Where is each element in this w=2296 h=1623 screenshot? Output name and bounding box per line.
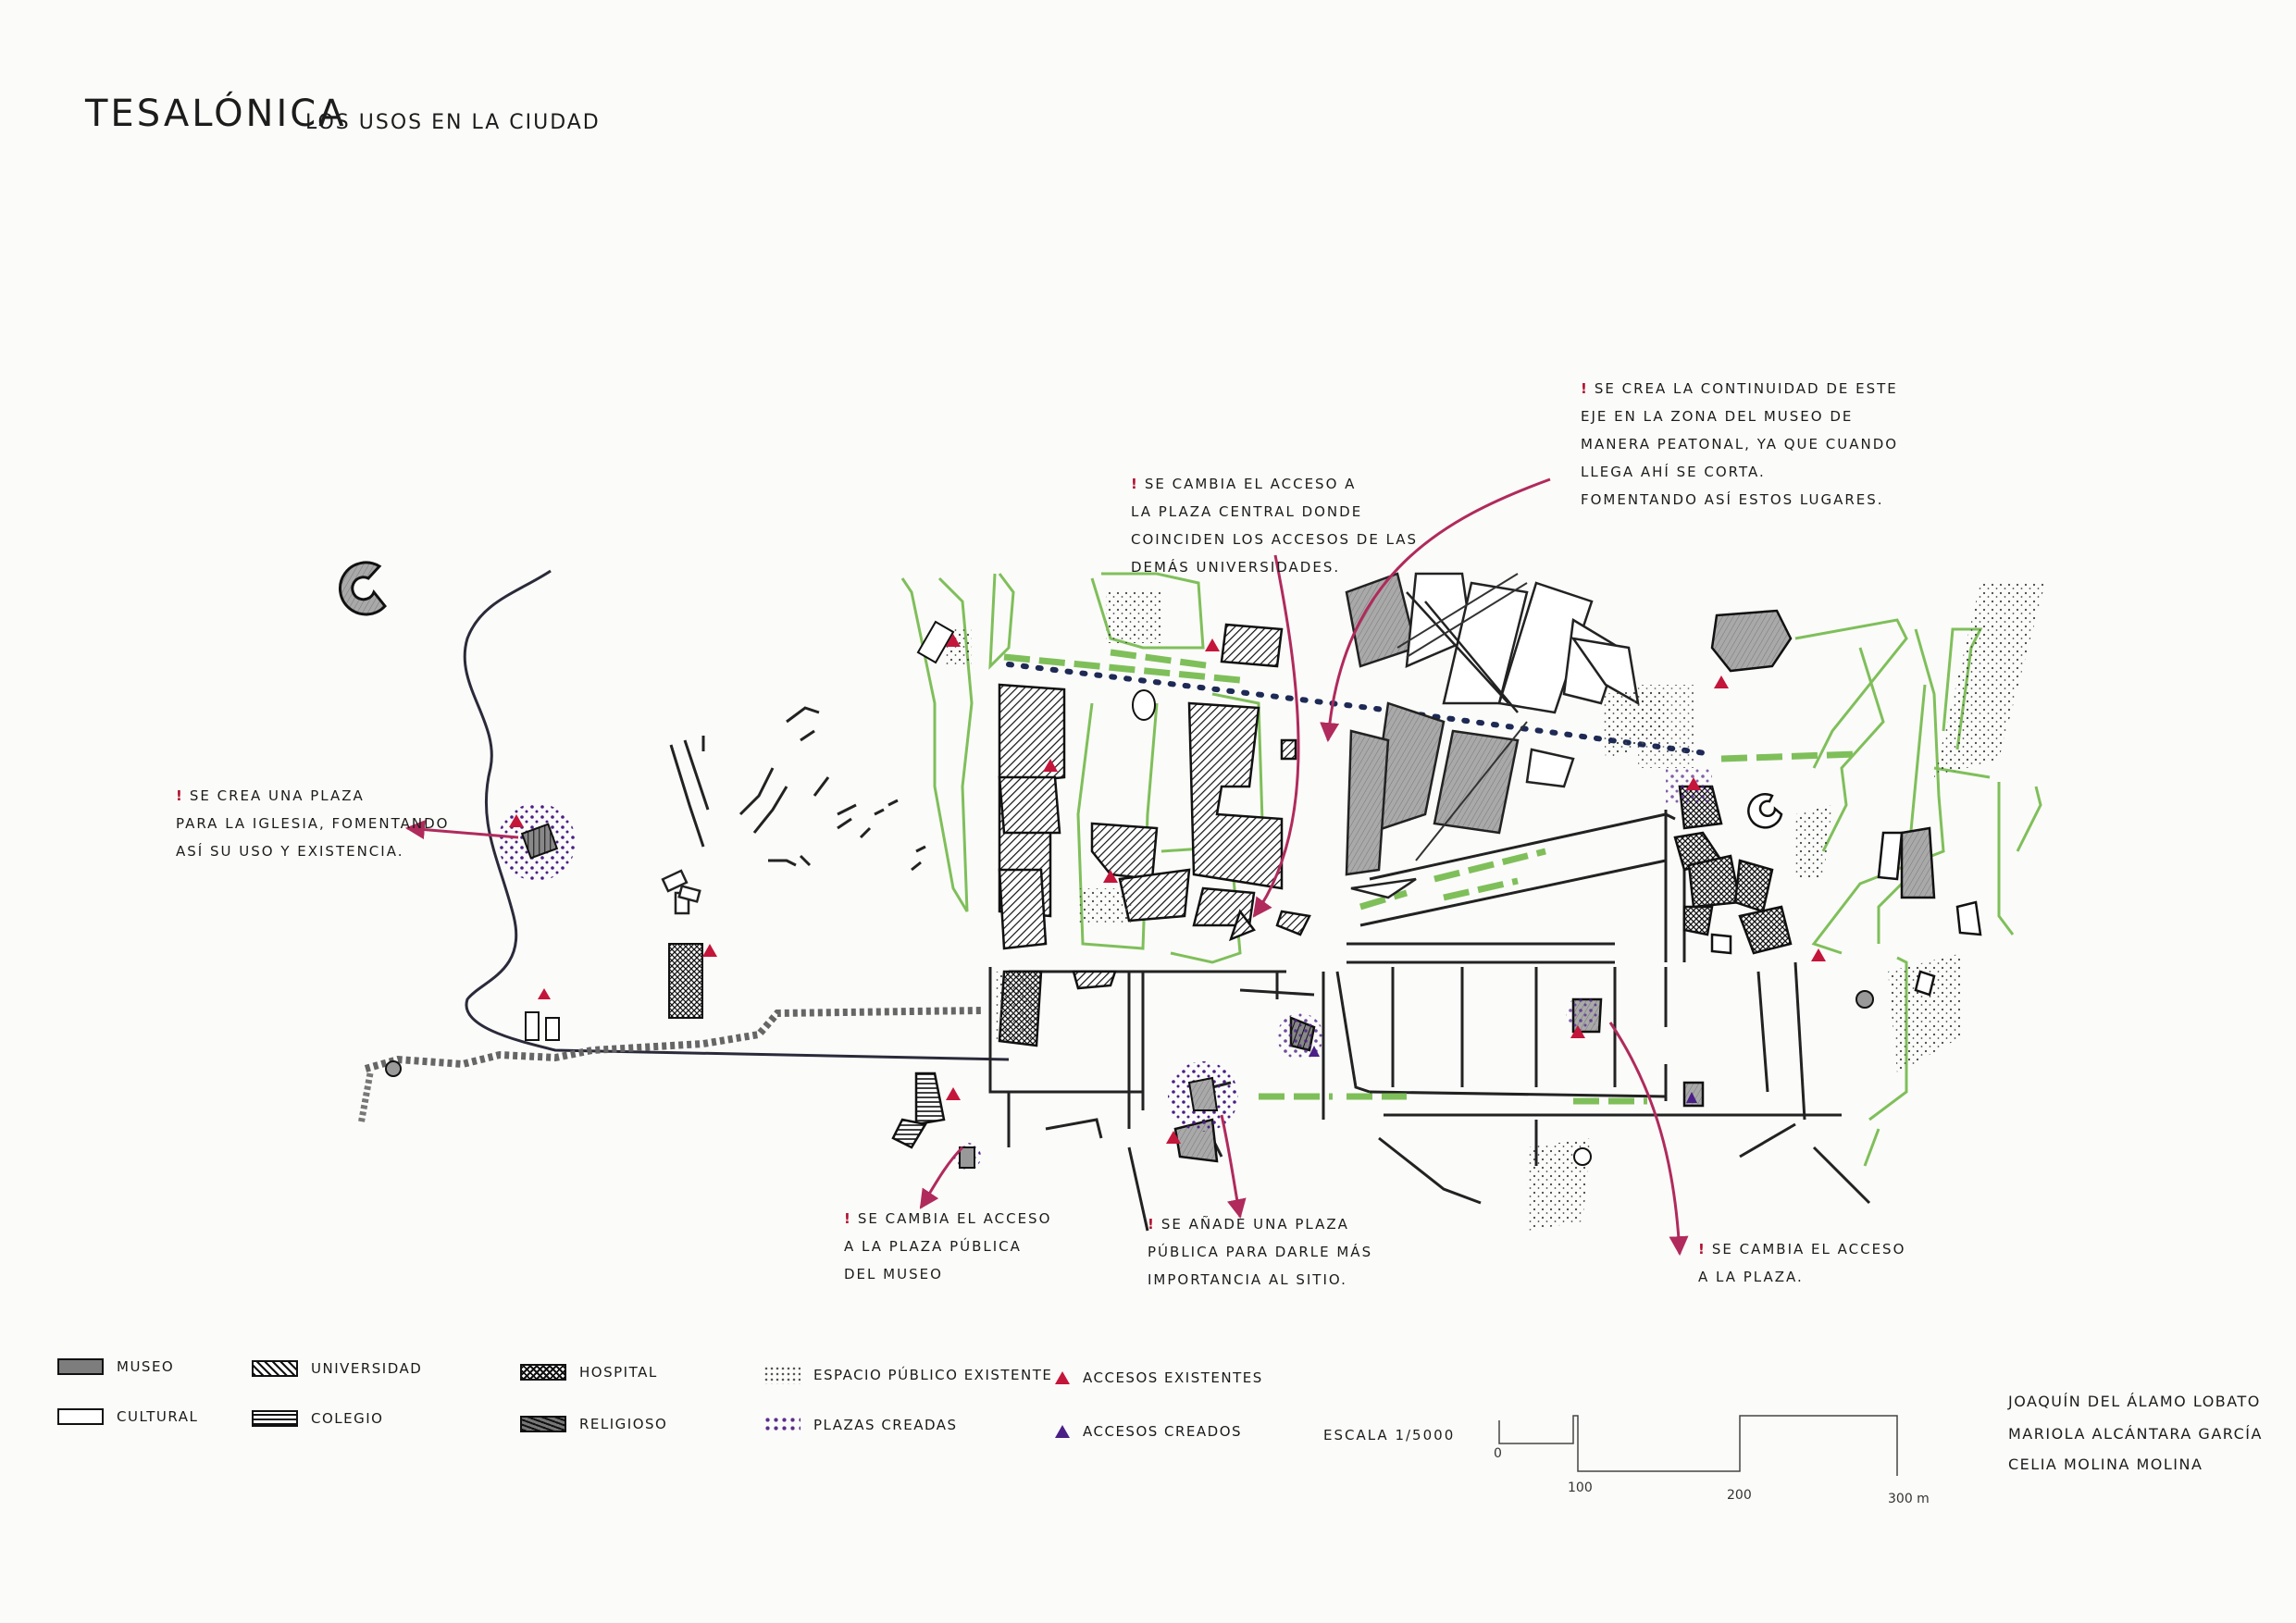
author-3: Celia Molina Molina bbox=[2008, 1456, 2203, 1473]
legend-cultural-swatch bbox=[57, 1408, 104, 1425]
cultural-building-west-2 bbox=[545, 1017, 560, 1041]
church-building bbox=[520, 823, 559, 860]
access-existing-east-2 bbox=[1714, 675, 1729, 688]
legend-colegio: Colegio bbox=[252, 1410, 383, 1427]
legend-hospital-swatch bbox=[520, 1364, 566, 1381]
legend-cultural: Cultural bbox=[57, 1408, 198, 1425]
museum-fair-area bbox=[1345, 572, 1640, 899]
public-space-dots-east bbox=[1934, 583, 2045, 777]
old-town-blocks bbox=[661, 869, 701, 915]
legend-museo-swatch bbox=[57, 1358, 104, 1375]
legend-espacio-publico: Espacio público existente bbox=[763, 1366, 1052, 1384]
annotation-arrows bbox=[404, 477, 1689, 1257]
rotunda-small bbox=[1747, 793, 1783, 829]
public-space-dots-east-4 bbox=[1795, 805, 1832, 879]
legend-hospital: Hospital bbox=[520, 1364, 658, 1381]
rotunda-monument bbox=[339, 561, 387, 616]
map-title: Tesalónica bbox=[85, 93, 347, 135]
railway bbox=[1396, 573, 1528, 861]
legend-purple-dots-swatch bbox=[763, 1416, 800, 1434]
legend-universidad-swatch bbox=[252, 1360, 298, 1377]
note-plaza-access: !Se cambia el acceso a la plaza. bbox=[1698, 1241, 1906, 1285]
access-existing-sw bbox=[946, 1087, 961, 1100]
access-created-icon bbox=[1055, 1425, 1070, 1438]
wall-end bbox=[357, 1072, 374, 1125]
public-space-dots-east-2 bbox=[1888, 953, 1962, 1073]
legend-dots-swatch bbox=[763, 1366, 800, 1384]
rotunda-south bbox=[1573, 1147, 1592, 1166]
green-strips bbox=[1003, 649, 1856, 1105]
legend-accesos-creados: Accesos creados bbox=[1055, 1423, 1242, 1440]
scale-label: Escala 1/5000 bbox=[1323, 1427, 1456, 1443]
lower-left-cluster bbox=[891, 970, 1316, 1163]
access-existing-center bbox=[1166, 1131, 1181, 1144]
note-public-plaza: !Se añade una plaza pública para darle m… bbox=[1148, 1216, 1373, 1288]
author-1: Joaquín del Álamo Lobato bbox=[2008, 1393, 2261, 1410]
access-existing-uni-2 bbox=[1103, 870, 1118, 883]
created-plaza-east bbox=[1277, 1013, 1323, 1059]
legend-colegio-swatch bbox=[252, 1410, 298, 1427]
legend-religioso-swatch bbox=[520, 1416, 566, 1432]
green-spaces bbox=[900, 572, 2042, 1167]
cultural-building-west bbox=[525, 1011, 540, 1041]
access-created-center bbox=[1309, 1046, 1320, 1057]
fortified-wall bbox=[364, 1007, 982, 1072]
access-existing-east-3 bbox=[1811, 948, 1826, 961]
fountain bbox=[1132, 689, 1156, 721]
access-existing-hospital bbox=[702, 944, 717, 957]
legend-plazas-creadas: Plazas creadas bbox=[763, 1416, 958, 1434]
white-tower bbox=[385, 1060, 402, 1077]
legend-universidad: Universidad bbox=[252, 1360, 422, 1377]
rotunda-east bbox=[1855, 990, 1874, 1009]
main-street-grid bbox=[988, 810, 1871, 1232]
access-existing-church bbox=[509, 814, 524, 827]
public-space-dots-uni-2 bbox=[1106, 592, 1161, 643]
university-cluster bbox=[998, 623, 1311, 950]
access-existing-east-1 bbox=[1686, 777, 1701, 790]
note-axis-continuity: !Se crea la continuidad de este eje en l… bbox=[1581, 380, 1899, 508]
access-existing-north bbox=[946, 634, 961, 647]
access-existing-uni-1 bbox=[1043, 759, 1058, 772]
scale-tick-200: 200 bbox=[1727, 1488, 1752, 1503]
public-space-dots-uni bbox=[1078, 888, 1134, 925]
note-church-plaza: !Se crea una plaza para la iglesia, fome… bbox=[176, 787, 450, 860]
scale-tick-300: 300 m bbox=[1888, 1492, 1930, 1506]
author-2: Mariola Alcántara García bbox=[2008, 1425, 2263, 1443]
scale-tick-100: 100 bbox=[1568, 1481, 1593, 1495]
legend-museo: Museo bbox=[57, 1358, 174, 1375]
hospital-old-town bbox=[668, 943, 703, 1019]
access-created-bottom bbox=[1686, 1092, 1697, 1103]
scale-tick-0: 0 bbox=[1494, 1446, 1502, 1461]
map-subtitle: Los usos en la ciudad bbox=[305, 111, 601, 134]
old-town-streets bbox=[669, 706, 926, 872]
cultural-center-plaza bbox=[1187, 1076, 1219, 1111]
legend-accesos-existentes: Accesos existentes bbox=[1055, 1369, 1263, 1386]
museum-building-south bbox=[959, 1146, 975, 1169]
legend-religioso: Religioso bbox=[520, 1416, 667, 1432]
public-space-dots-lower bbox=[995, 972, 1036, 1041]
note-central-plaza: !Se cambia el acceso a la plaza central … bbox=[1131, 476, 1419, 576]
public-space-dots-east-5 bbox=[1601, 689, 1666, 759]
cultural-block-north bbox=[916, 620, 955, 664]
created-plaza-bottom bbox=[1566, 997, 1599, 1030]
access-existing-bottom bbox=[1570, 1025, 1585, 1038]
access-existing-west bbox=[538, 988, 551, 999]
access-existing-uni-3 bbox=[1205, 638, 1220, 651]
city-wall-line bbox=[463, 569, 1010, 1061]
access-existing-icon bbox=[1055, 1371, 1070, 1384]
note-museum-access: !Se cambia el acceso a la plaza pública … bbox=[844, 1210, 1052, 1282]
